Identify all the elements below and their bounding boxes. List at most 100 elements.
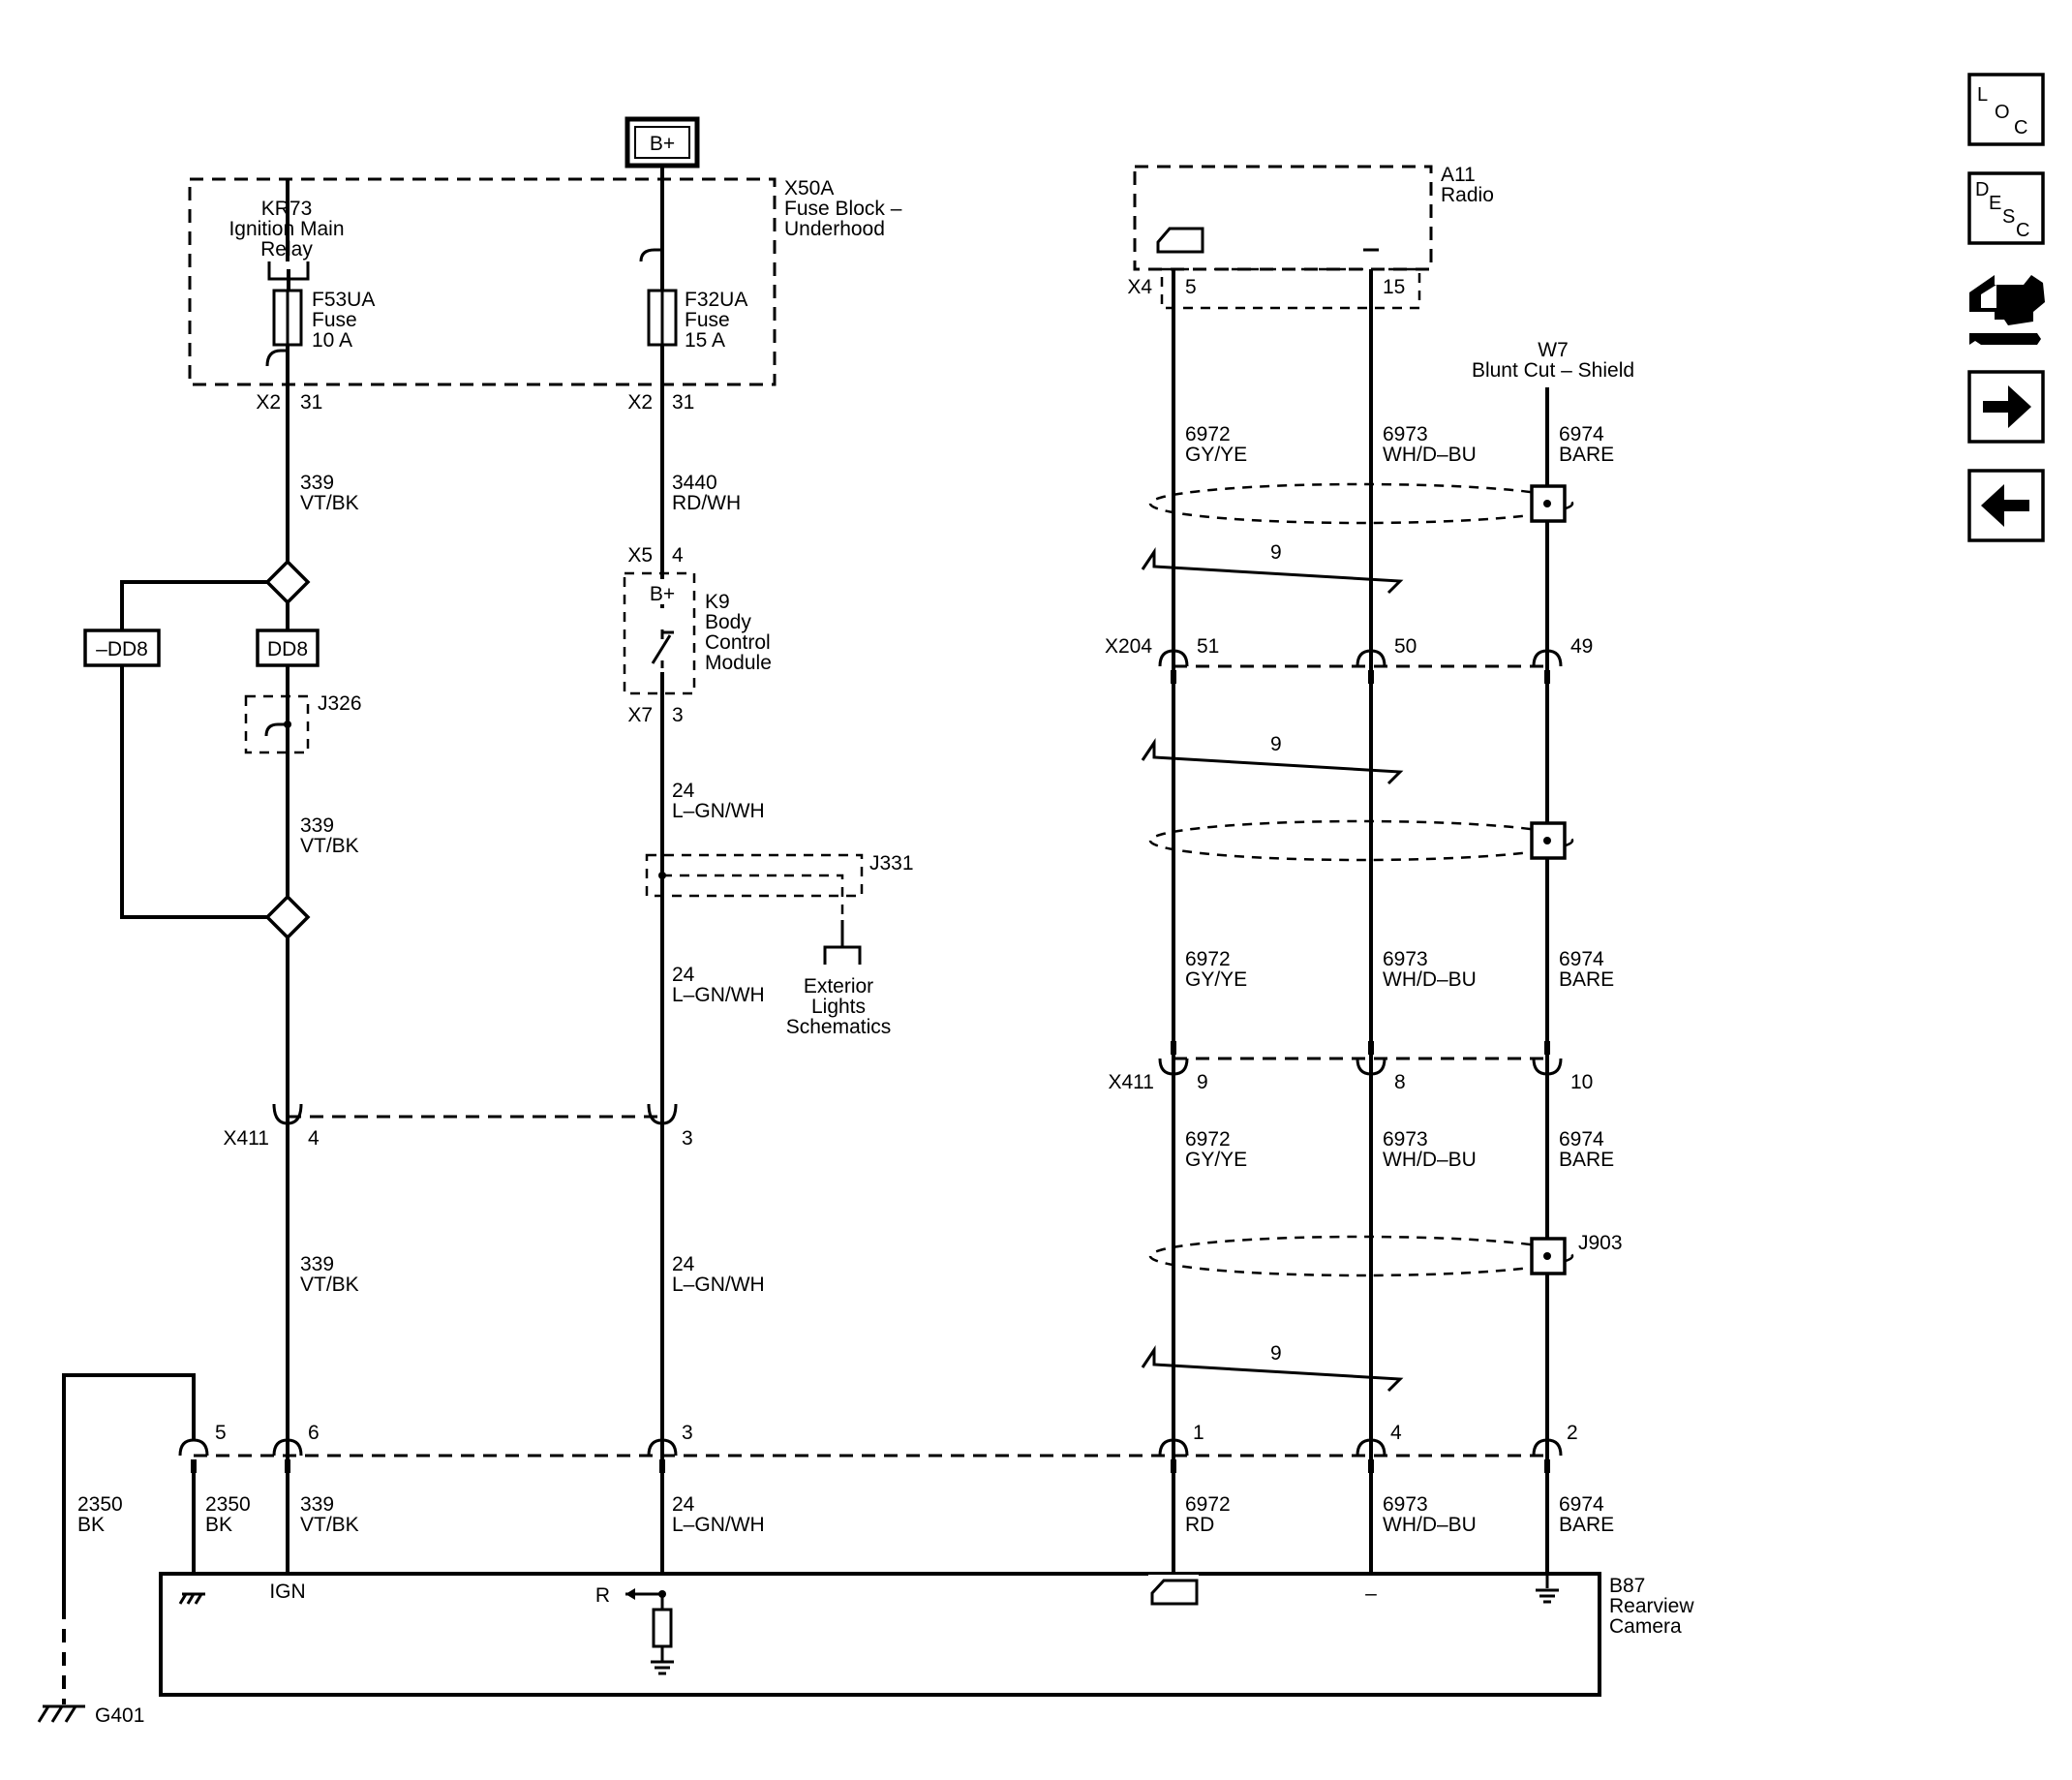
connector-tool-icon — [1969, 275, 2045, 345]
w6973-color-1: WH/D–BU — [1383, 444, 1477, 466]
connector-tool-button[interactable] — [1969, 275, 2045, 345]
fuse-left-type: Fuse — [312, 309, 357, 331]
w339-color-3: VT/BK — [300, 1274, 359, 1296]
fuse-right-pin: 31 — [672, 391, 694, 414]
w6974-num-2: 6974 — [1559, 948, 1604, 970]
shield-ellipse-2 — [1148, 819, 1574, 862]
x411-upper-pin-b: 8 — [1394, 1071, 1406, 1093]
bcm-switch-symbol — [651, 608, 674, 672]
x411-upper-id: X411 — [1109, 1071, 1155, 1093]
dd8-left-label: –DD8 — [96, 638, 148, 660]
fuse-left-rating: 10 A — [312, 329, 352, 352]
loc-button[interactable]: L O C — [1967, 73, 2045, 146]
x204-pin-a: 51 — [1197, 635, 1219, 658]
fuse-block-name-1: Fuse Block – — [784, 198, 902, 220]
desc-icon: D E S C — [1975, 179, 2029, 241]
x204-pin-icons — [1158, 649, 1563, 684]
w6973-num-4: 6973 — [1383, 1493, 1428, 1516]
fuse-left-pin: 31 — [300, 391, 322, 414]
w6973-num-3: 6973 — [1383, 1128, 1428, 1151]
w2350-color-outer: BK — [77, 1514, 105, 1536]
j903-label: J903 — [1578, 1232, 1623, 1254]
x411-lower-pin-a: 4 — [308, 1127, 320, 1150]
twist-count-1: 9 — [1270, 541, 1282, 564]
dd8-diamond-bottom — [264, 894, 311, 940]
camera-signal-ground-icon — [1536, 1574, 1559, 1604]
fuse-right-type: Fuse — [685, 309, 730, 331]
bplus-label: B+ — [650, 133, 675, 155]
radio-pin-b: 15 — [1383, 276, 1405, 298]
j326-label: J326 — [318, 692, 362, 715]
camera-minus-label: – — [1365, 1582, 1377, 1605]
w6972-num-1: 6972 — [1185, 423, 1231, 445]
bcm-bplus-label: B+ — [650, 583, 675, 605]
bcm-pin-out: 3 — [672, 704, 684, 726]
j331-label: J331 — [869, 852, 914, 875]
dd8-right-box — [256, 629, 320, 667]
desc-letter-d: D — [1975, 179, 1989, 200]
radio-pin-a: 5 — [1185, 276, 1197, 298]
dd8-left-box — [83, 629, 161, 667]
camera-minus-bg — [1359, 1577, 1383, 1596]
w6973-color-2: WH/D–BU — [1383, 968, 1477, 991]
x411-upper-pin-c: 10 — [1570, 1071, 1593, 1093]
radio-conn: X4 — [1127, 276, 1152, 298]
w6972-num-3: 6972 — [1185, 1128, 1231, 1151]
w3440-color: RD/WH — [672, 492, 741, 514]
dd8-diamond-top — [264, 559, 311, 605]
arrow-left-icon — [1981, 484, 2029, 527]
w6973-color-4: WH/D–BU — [1383, 1514, 1477, 1536]
w339-color-4: VT/BK — [300, 1514, 359, 1536]
w339-num-4: 339 — [300, 1493, 334, 1516]
desc-letter-s: S — [2002, 206, 2015, 228]
camera-pin-2: 2 — [1567, 1422, 1578, 1444]
prev-page-button[interactable] — [1967, 469, 2045, 542]
j326-outline — [244, 694, 310, 754]
w6972rd-num: 6972 — [1185, 1493, 1231, 1516]
exterior-lights-connector-icon — [823, 920, 862, 965]
loc-letter-o: O — [1995, 102, 2010, 123]
radio-id: A11 — [1441, 164, 1476, 186]
x204-id: X204 — [1105, 635, 1152, 658]
w24-num-1: 24 — [672, 780, 695, 802]
w2350-num-outer: 2350 — [77, 1493, 123, 1516]
twist-indicator-3 — [1141, 1345, 1404, 1393]
camera-pin-3: 3 — [682, 1422, 693, 1444]
twist-count-2: 9 — [1270, 733, 1282, 755]
loc-letter-c: C — [2014, 117, 2027, 138]
camera-chassis-ground-icon — [178, 1592, 205, 1605]
camera-r-label: R — [595, 1584, 610, 1607]
w24-color-2: L–GN/WH — [672, 984, 765, 1006]
relay-symbol — [267, 261, 310, 291]
bplus-box: B+ — [625, 116, 700, 169]
exterior-ref-2: Lights — [811, 996, 866, 1018]
desc-letter-c: C — [2016, 220, 2029, 241]
w24-num-3: 24 — [672, 1253, 695, 1275]
arrow-right-icon — [1983, 385, 2031, 428]
shield-drain-dot-2 — [1543, 837, 1551, 844]
shield-ellipse-1 — [1148, 482, 1574, 525]
bcm-conn-out: X7 — [627, 704, 653, 726]
next-page-button[interactable] — [1967, 370, 2045, 444]
w24-num-4: 24 — [672, 1493, 695, 1516]
camera-pin-1: 1 — [1193, 1422, 1204, 1444]
wire-2350-loop — [62, 1373, 196, 1606]
j331-link — [662, 874, 844, 920]
w6973-num-2: 6973 — [1383, 948, 1428, 970]
w6974-color-1: BARE — [1559, 444, 1614, 466]
w6972-color-1: GY/YE — [1185, 444, 1247, 466]
fuse-block-outline — [188, 177, 777, 386]
x411-lower-id: X411 — [224, 1127, 270, 1150]
w6972-num-2: 6972 — [1185, 948, 1231, 970]
bcm-bplus-bg — [639, 579, 686, 604]
bcm-line2: Control — [705, 631, 771, 654]
camera-pin-4: 4 — [1390, 1422, 1402, 1444]
w339-color-2: VT/BK — [300, 835, 359, 857]
j326-dot — [284, 721, 291, 728]
camera-line1: Rearview — [1609, 1595, 1694, 1617]
camera-outline — [159, 1572, 1601, 1697]
j331-outline — [645, 853, 864, 898]
desc-button[interactable]: D E S C — [1967, 171, 2045, 245]
fuse-right-conn: X2 — [627, 391, 653, 414]
dd8-right-label: DD8 — [267, 638, 308, 660]
